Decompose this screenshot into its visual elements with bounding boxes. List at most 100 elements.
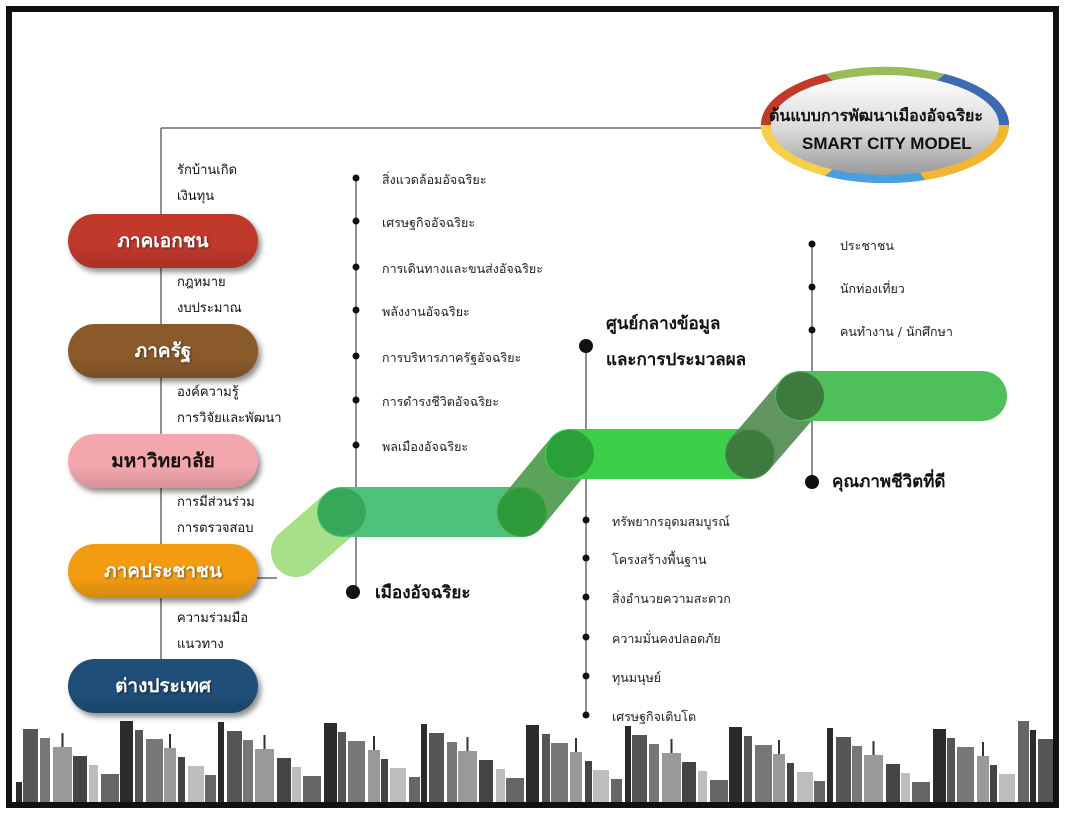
skyline-building: [1030, 730, 1036, 802]
skyline-antenna: [263, 735, 266, 749]
link-label-line: การมีส่วนร่วม: [177, 495, 255, 510]
diagram-canvas: [16, 66, 1053, 802]
skyline-building: [836, 737, 851, 802]
link-label-line: องค์ความรู้: [177, 385, 239, 400]
link-label-3: การมีส่วนร่วม การตรวจสอบ: [177, 490, 255, 542]
skyline-building: [947, 738, 955, 802]
skyline-building: [814, 781, 825, 802]
skyline-building: [368, 750, 380, 802]
link-label-line: การวิจัยและพัฒนา: [177, 411, 282, 426]
list-bullet: [582, 672, 590, 680]
infrastructure-bullets: [582, 516, 590, 719]
link-label-line: เงินทุน: [177, 189, 215, 204]
skyline-antenna: [169, 734, 171, 748]
skyline-building: [744, 736, 752, 802]
skyline-building: [243, 740, 253, 802]
sector-label: มหาวิทยาลัย: [111, 450, 215, 472]
skyline-building: [496, 769, 505, 802]
infrastructure-item: เศรษฐกิจเติบโต: [612, 709, 697, 724]
sector-government[interactable]: ภาครัฐ: [68, 324, 258, 378]
skyline-building: [381, 759, 388, 802]
smart-city-item: การบริหารภาครัฐอัจฉริยะ: [382, 350, 522, 365]
skyline-building: [662, 753, 681, 802]
skyline-building: [390, 768, 406, 802]
smart-city-item: สิ่งแวดล้อมอัจฉริยะ: [382, 172, 487, 187]
infrastructure-item: ทรัพยากรอุดมสมบูรณ์: [612, 514, 730, 529]
data-center-dot: [579, 339, 593, 353]
skyline-building: [73, 756, 87, 802]
skyline-building: [135, 730, 143, 802]
skyline-building: [593, 770, 609, 802]
list-bullet: [352, 263, 360, 271]
city-skyline: [16, 721, 1053, 802]
skyline-building: [205, 775, 216, 802]
sector-label: ภาครัฐ: [134, 340, 192, 362]
skyline-building: [611, 779, 622, 802]
infrastructure-item: ทุนมนุษย์: [612, 670, 662, 685]
skyline-building: [632, 735, 647, 802]
list-bullet: [352, 306, 360, 314]
skyline-antenna: [61, 733, 64, 747]
skyline-building: [912, 782, 930, 802]
title-oval: [760, 66, 1010, 184]
path-joint-1: [318, 488, 366, 536]
skyline-building: [303, 776, 321, 802]
skyline-building: [551, 743, 568, 802]
title-english: SMART CITY MODEL: [802, 134, 972, 153]
skyline-building: [458, 751, 477, 802]
quality-dot: [805, 475, 819, 489]
link-label-line: กฎหมาย: [177, 275, 226, 290]
skyline-building: [755, 745, 772, 802]
skyline-building: [324, 723, 337, 802]
list-bullet: [352, 441, 360, 449]
skyline-building: [348, 741, 365, 802]
skyline-antenna: [466, 737, 469, 751]
list-bullet: [582, 633, 590, 641]
link-label-line: แนวทาง: [177, 637, 224, 652]
skyline-building: [421, 724, 427, 802]
data-center-label-line2: และการประมวลผล: [606, 350, 747, 370]
sector-foreign[interactable]: ต่างประเทศ: [68, 659, 258, 713]
list-bullet: [352, 217, 360, 225]
skyline-building: [933, 729, 946, 802]
link-label-2: องค์ความรู้ การวิจัยและพัฒนา: [177, 380, 282, 432]
data-center-label-line1: ศูนย์กลางข้อมูล: [606, 314, 721, 334]
skyline-building: [178, 757, 185, 802]
link-label-line: งบประมาณ: [177, 301, 242, 316]
path-joint-5: [776, 372, 824, 420]
list-bullet: [352, 352, 360, 360]
skyline-building: [338, 732, 346, 802]
people-bullets: [808, 240, 816, 334]
people-item: นักท่องเที่ยว: [840, 281, 905, 296]
skyline-building: [506, 778, 524, 802]
skyline-building: [773, 754, 785, 802]
quality-of-life-label: คุณภาพชีวิตที่ดี: [832, 472, 946, 492]
skyline-building: [864, 755, 883, 802]
skyline-building: [277, 758, 291, 802]
skyline-building: [585, 761, 592, 802]
sector-citizens[interactable]: ภาคประชาชน: [68, 544, 258, 598]
development-path: [271, 371, 1007, 577]
skyline-building: [682, 762, 696, 802]
sector-label: ภาคประชาชน: [104, 560, 222, 582]
skyline-building: [729, 727, 742, 802]
sector-university[interactable]: มหาวิทยาลัย: [68, 434, 258, 488]
path-joint-3: [546, 430, 594, 478]
list-bullet: [352, 174, 360, 182]
skyline-building: [101, 774, 119, 802]
skyline-antenna: [872, 741, 875, 755]
sector-private[interactable]: ภาคเอกชน: [68, 214, 258, 268]
skyline-building: [698, 771, 707, 802]
list-bullet: [582, 554, 590, 562]
skyline-building: [990, 765, 997, 802]
list-bullet: [582, 711, 590, 719]
list-bullet: [808, 326, 816, 334]
sector-label: ภาคเอกชน: [117, 230, 209, 252]
link-label-line: การตรวจสอบ: [177, 521, 254, 536]
skyline-building: [1018, 721, 1029, 802]
smart-city-item: การดำรงชีวิตอัจฉริยะ: [382, 394, 499, 409]
skyline-building: [1038, 739, 1053, 802]
smart-city-item: เศรษฐกิจอัจฉริยะ: [382, 215, 476, 230]
smart-city-item: การเดินทางและขนส่งอัจฉริยะ: [382, 261, 543, 276]
skyline-building: [886, 764, 900, 802]
